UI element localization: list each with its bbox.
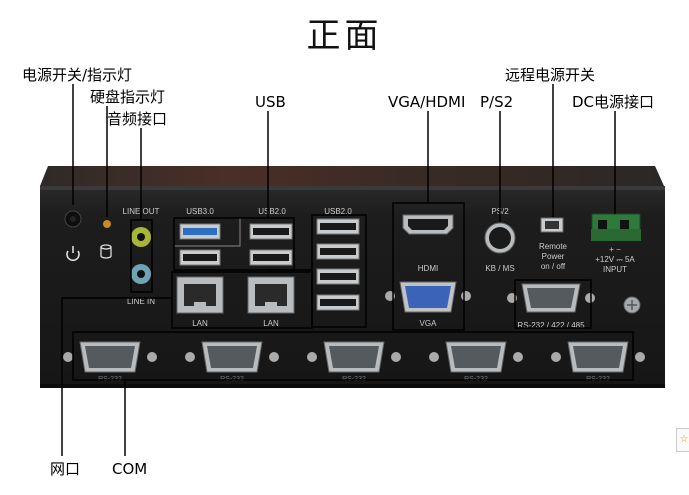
callout-com: COM	[112, 460, 148, 478]
hdd-led	[103, 220, 111, 228]
com-port-3	[307, 341, 401, 373]
callout-remote-power-switch: 远程电源开关	[505, 66, 596, 84]
usb20-b-port-3	[316, 268, 360, 285]
callout-dc-power-port: DC电源接口	[572, 93, 655, 111]
com-port-1	[63, 341, 157, 373]
rs-multi-label: RS-232 / 422 / 485	[517, 321, 585, 330]
callout-power-switch-indicator: 电源开关/指示灯	[22, 66, 133, 84]
frame-rs-multi	[514, 279, 592, 329]
callout-vga-hdmi: VGA/HDMI	[388, 93, 466, 111]
lan-2-label: LAN	[263, 319, 279, 328]
remote-label-2: Power	[542, 252, 565, 261]
frame-usb-upper	[173, 217, 295, 271]
callout-usb: USB	[255, 93, 286, 111]
vga-label: VGA	[420, 319, 438, 328]
hdmi-port	[402, 214, 454, 235]
page-title: 正面	[306, 16, 383, 56]
usb30-port-bottom	[179, 249, 221, 266]
com-port-5	[551, 341, 645, 373]
usb20-b-label: USB2.0	[324, 207, 352, 216]
usb30-port-top	[179, 223, 221, 240]
corner-badge: ☆	[676, 428, 689, 452]
dc-pm-label: + −	[609, 245, 621, 254]
callout-network-port: 网口	[50, 460, 81, 478]
callout-leader-lines	[61, 84, 616, 456]
line-in-jack	[131, 264, 151, 284]
frame-com	[72, 331, 634, 381]
remote-label-3: on / off	[541, 262, 566, 271]
callout-audio-port: 音频接口	[107, 110, 168, 128]
lan-port-2	[247, 276, 295, 314]
lan-1-label: LAN	[192, 319, 208, 328]
rs-multi-port	[507, 283, 595, 313]
usb20-a-port-bottom	[249, 249, 293, 266]
usb20-a-port-top	[249, 223, 293, 240]
usb20-a-label: USB2.0	[258, 207, 286, 216]
lan-port-1	[176, 276, 224, 314]
usb20-b-port-1	[316, 218, 360, 235]
hdd-icon	[100, 244, 112, 259]
leader-lan	[61, 297, 172, 456]
usb30-label: USB3.0	[186, 207, 214, 216]
callout-hdd-indicator: 硬盘指示灯	[90, 88, 166, 106]
frame-lan	[171, 271, 313, 329]
dc-input-connector	[591, 213, 641, 241]
ps2-port	[484, 222, 516, 254]
com-port-4	[429, 341, 523, 373]
ground-screw	[623, 296, 641, 314]
com-port-2	[185, 341, 279, 373]
kb-ms-label: KB / MS	[485, 264, 514, 273]
frame-usb-vertical	[311, 214, 367, 328]
remote-label-1: Remote	[539, 242, 568, 251]
power-button	[64, 210, 82, 228]
line-out-jack	[131, 227, 151, 247]
remote-power-connector	[540, 217, 564, 233]
hdmi-label: HDMI	[418, 264, 438, 273]
dc-rating-label: +12V ⎓ 5A	[595, 255, 635, 264]
power-icon	[66, 246, 80, 262]
callout-ps2: P/S2	[480, 93, 514, 111]
highlight-frames	[72, 202, 634, 381]
line-in-label: LINE IN	[127, 297, 155, 306]
usb20-b-port-4	[316, 294, 360, 311]
dc-input-label: INPUT	[603, 265, 627, 274]
usb20-b-port-2	[316, 243, 360, 260]
